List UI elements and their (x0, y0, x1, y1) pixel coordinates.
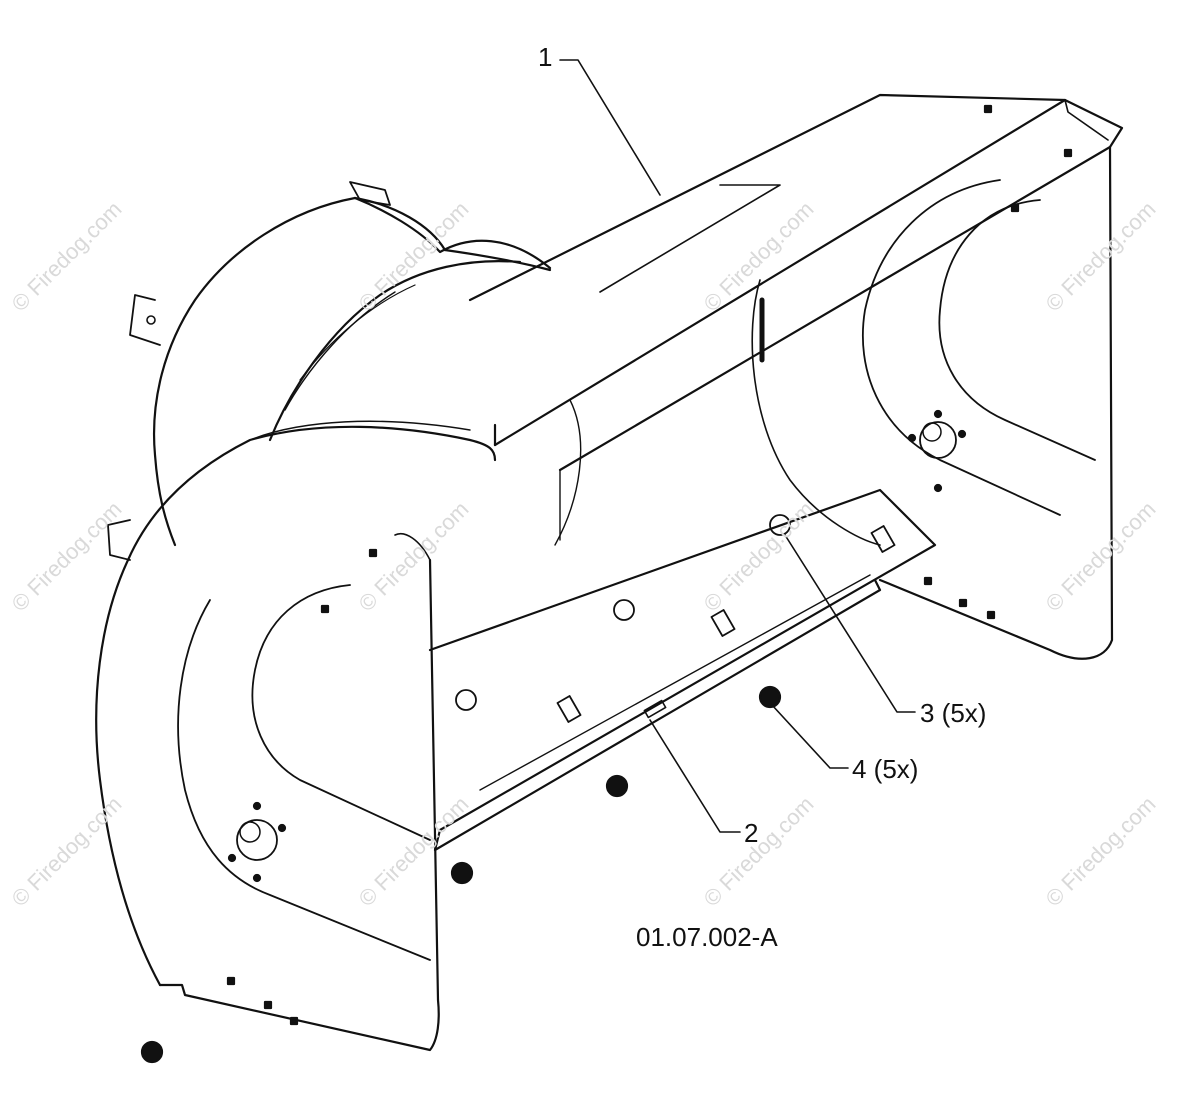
main-top-plate (468, 93, 1124, 546)
callout-2: 2 (744, 818, 759, 848)
left-rear-housing (107, 181, 447, 561)
callout-3: 3 (5x) (920, 698, 987, 728)
left-front-housing (95, 420, 497, 1052)
callout-4: 4 (5x) (852, 754, 919, 784)
top-trough (268, 196, 552, 442)
scraper-bar (428, 488, 937, 852)
figure-code: 01.07.002-A (636, 922, 778, 952)
leader-lines (559, 59, 916, 833)
callout-1: 1 (538, 42, 553, 72)
right-housing (751, 104, 1114, 660)
nut-hardware (140, 685, 782, 1064)
